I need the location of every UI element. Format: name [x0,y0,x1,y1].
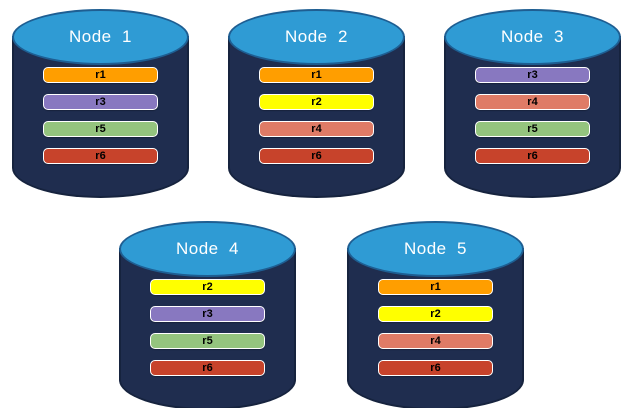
replica-label: r5 [202,334,213,347]
replica-bar: r4 [259,121,374,137]
replica-bar: r4 [378,333,493,349]
cylinder-top-ellipse: Node 2 [228,9,405,65]
cylinder-top-ellipse: Node 4 [119,221,296,277]
replica-label: r5 [95,122,106,135]
replica-bar: r6 [259,148,374,164]
replica-bar: r5 [150,333,265,349]
replica-label: r6 [202,361,213,374]
replica-bar: r1 [378,279,493,295]
replica-label: r3 [202,307,213,320]
db-node: Node 2 r1 r2 r4 r6 [228,9,405,198]
replica-bar: r3 [43,94,158,110]
replica-label: r2 [430,307,441,320]
node-title: Node 4 [175,239,240,258]
replica-bar: r5 [43,121,158,137]
replica-bar-list: r1 r2 r4 r6 [378,279,493,376]
replica-bar-list: r1 r3 r5 r6 [43,67,158,164]
node-title: Node 5 [403,239,468,258]
db-node: Node 4 r2 r3 r5 r6 [119,221,296,408]
db-node: Node 5 r1 r2 r4 r6 [347,221,524,408]
replica-bar: r4 [475,94,590,110]
replica-bar: r6 [475,148,590,164]
replica-label: r3 [527,68,538,81]
cylinder-top-ellipse: Node 5 [347,221,524,277]
replica-label: r1 [95,68,106,81]
replica-bar: r6 [150,360,265,376]
replica-bar-list: r1 r2 r4 r6 [259,67,374,164]
replica-bar: r6 [43,148,158,164]
replica-label: r6 [311,149,322,162]
replica-bar: r3 [150,306,265,322]
replica-bar: r2 [378,306,493,322]
replica-label: r3 [95,95,106,108]
cylinder-top-ellipse: Node 3 [444,9,621,65]
node-title: Node 1 [68,27,133,46]
replica-label: r4 [311,122,322,135]
replica-bar: r2 [259,94,374,110]
node-title: Node 2 [284,27,349,46]
cylinder-top-ellipse: Node 1 [12,9,189,65]
replica-bar: r1 [259,67,374,83]
replica-label: r2 [202,280,213,293]
replica-bar-list: r2 r3 r5 r6 [150,279,265,376]
replica-label: r1 [430,280,441,293]
replica-bar: r6 [378,360,493,376]
replica-label: r1 [311,68,322,81]
replica-label: r6 [95,149,106,162]
replica-bar: r3 [475,67,590,83]
replica-bar: r2 [150,279,265,295]
replica-bar: r5 [475,121,590,137]
replica-bar: r1 [43,67,158,83]
replica-label: r4 [430,334,441,347]
replica-label: r2 [311,95,322,108]
db-node: Node 3 r3 r4 r5 r6 [444,9,621,198]
node-title: Node 3 [500,27,565,46]
replica-label: r6 [527,149,538,162]
replica-label: r6 [430,361,441,374]
replica-bar-list: r3 r4 r5 r6 [475,67,590,164]
db-node: Node 1 r1 r3 r5 r6 [12,9,189,198]
replica-label: r4 [527,95,538,108]
replica-label: r5 [527,122,538,135]
